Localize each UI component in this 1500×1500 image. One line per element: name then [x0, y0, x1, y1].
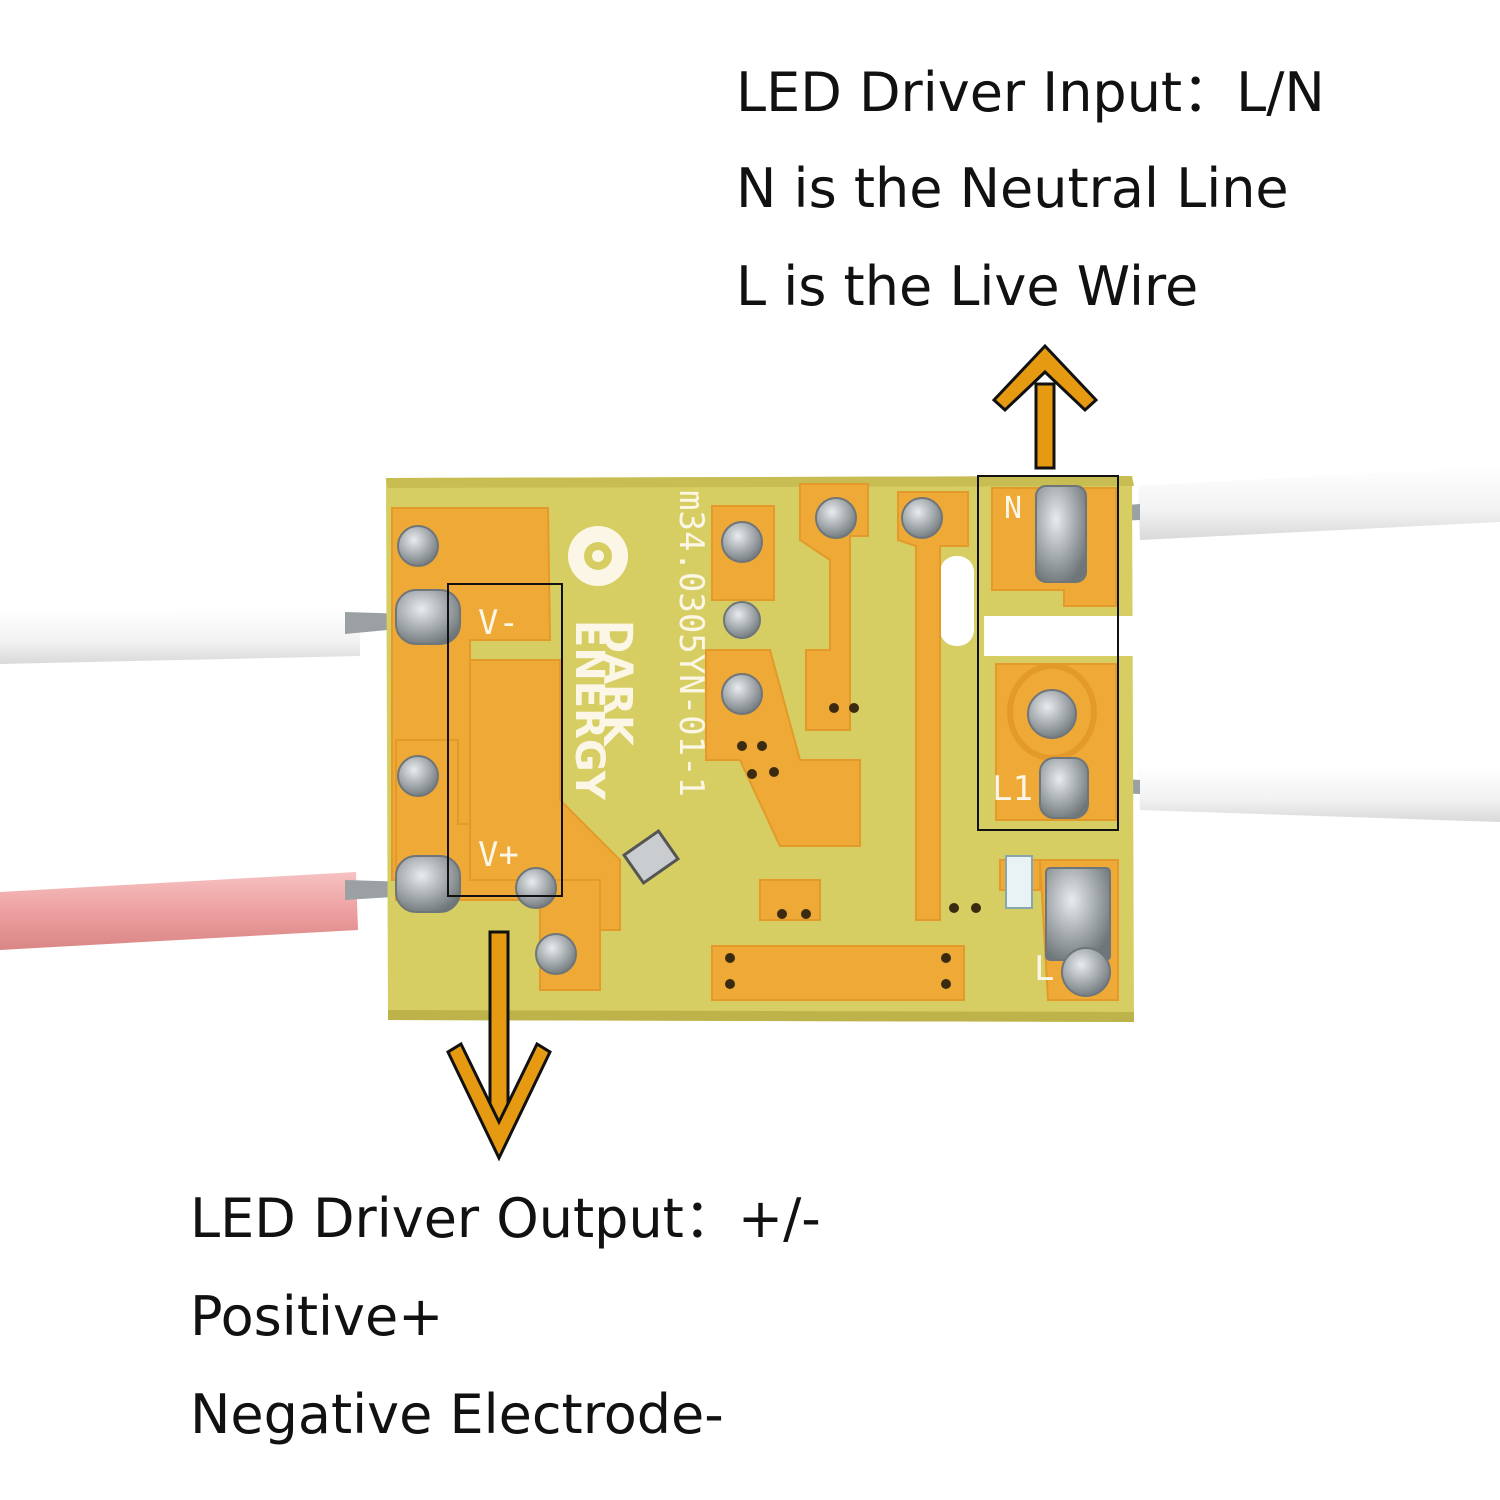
solder-pad — [397, 755, 439, 797]
label-l1: L1 — [992, 769, 1033, 809]
solder-pad — [901, 497, 943, 539]
solder-pad — [723, 601, 761, 639]
solder-pad — [721, 673, 763, 715]
silkscreen: DARK ENERGY m34.0305YN-01-1 V- V+ N L1 L — [478, 490, 1054, 989]
arrow-down-icon — [446, 930, 552, 1162]
solder-pads — [395, 485, 1111, 997]
brand-text-energy: ENERGY — [566, 620, 612, 801]
label-v-minus: V- — [478, 603, 519, 643]
solder-pad — [1061, 947, 1111, 997]
wire-output-positive — [0, 872, 408, 950]
wire-input-live — [1080, 766, 1500, 822]
label-v-plus: V+ — [478, 835, 519, 875]
input-terminal-highlight-box — [977, 475, 1119, 831]
solder-pad — [1027, 689, 1077, 739]
solder-pad — [1039, 757, 1089, 819]
wire-input-neutral — [1090, 466, 1500, 540]
brand-text-dark: DARK — [594, 620, 640, 748]
solder-pad — [721, 521, 763, 563]
solder-pad — [395, 589, 461, 645]
via-holes — [725, 703, 981, 989]
input-caption-live: L is the Live Wire — [736, 255, 1199, 318]
solder-pad — [395, 855, 461, 913]
part-number-text: m34.0305YN-01-1 — [671, 490, 711, 797]
brand-logo — [568, 526, 628, 586]
solder-pad — [397, 525, 439, 567]
solder-pad — [515, 867, 557, 909]
wire-output-negative — [0, 608, 408, 664]
output-caption-title: LED Driver Output：+/- — [190, 1187, 821, 1250]
input-caption-title: LED Driver Input：L/N — [736, 61, 1325, 124]
smd-component — [621, 828, 1033, 909]
label-n: N — [1004, 491, 1022, 526]
input-caption-neutral: N is the Neutral Line — [736, 157, 1289, 220]
output-caption-positive: Positive+ — [190, 1285, 444, 1348]
solder-pad — [535, 933, 577, 975]
output-caption-negative: Negative Electrode- — [190, 1383, 724, 1446]
output-terminal-highlight-box — [447, 583, 563, 897]
solder-pad — [1045, 867, 1111, 961]
label-l: L — [1034, 949, 1054, 989]
arrow-up-icon — [991, 343, 1099, 470]
solder-pad — [1035, 485, 1087, 583]
solder-pad — [815, 497, 857, 539]
